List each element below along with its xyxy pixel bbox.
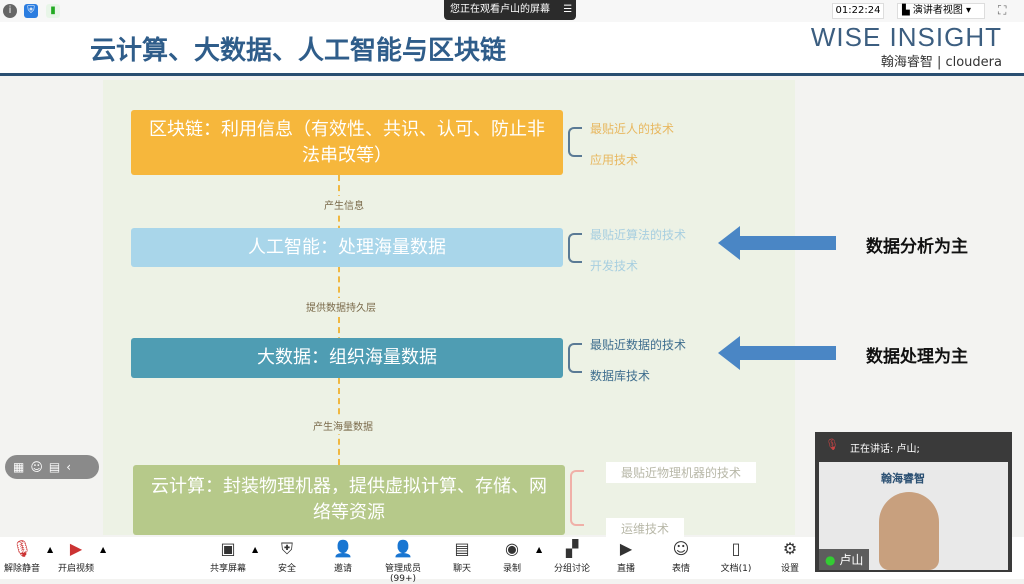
label: 设置 [780,564,799,574]
brace [570,470,584,526]
record-icon: ◉ [505,539,519,558]
shield-icon: ⛨ [280,539,293,558]
record-button[interactable]: ◉ 录制 [482,537,542,574]
speaking-indicator: 正在讲话: 卢山; [850,444,920,455]
label: 直播 [616,564,635,574]
label: 共享屏幕 [209,564,246,574]
label: 聊天 [452,564,471,574]
chevron-up-icon[interactable]: ▲ [100,545,107,554]
chat-icon: ▤ [454,539,470,558]
slide-title: 云计算、大数据、人工智能与区块链 [90,36,507,66]
shield-icon[interactable]: ⛨ [24,4,38,18]
apps-icon[interactable]: ▦ [13,460,31,474]
label: 表情 [671,564,690,574]
layer-bigdata: 大数据：组织海量数据 [131,338,563,378]
invite-button[interactable]: 👤 邀请 [313,537,373,574]
collapse-icon[interactable]: ‹ [66,460,78,474]
cam-logo: 翰海睿智 [881,472,925,485]
security-button[interactable]: ⛨ 安全 [257,537,317,574]
reactions-button[interactable]: ☺ 表情 [651,537,711,574]
label: 管理成员(99+) [384,564,421,584]
chevron-up-icon[interactable]: ▲ [252,545,259,554]
share-screen-button[interactable]: ▣ 共享屏幕 [198,537,258,574]
live-icon: ▶ [619,539,633,558]
members-icon: 👤 [393,539,413,558]
signal-icon[interactable]: ▮ [46,4,60,18]
layer-blockchain: 区块链：利用信息（有效性、共识、认可、防止非法串改等） [131,110,563,175]
emoji-icon[interactable]: ☺ [30,460,49,474]
invite-icon: 👤 [333,539,353,558]
speaker-video-panel[interactable]: 🎙 正在讲话: 卢山; 翰海睿智 ● 卢山 [815,432,1012,572]
slide-header: 云计算、大数据、人工智能与区块链 WISE INSIGHT 翰海睿智 | clo… [0,22,1024,76]
sub-label: 最贴近物理机器的技术 [606,462,757,483]
members-button[interactable]: 👤 管理成员(99+) [372,537,434,584]
connector-label: 提供数据持久层 [302,298,380,315]
brace [568,343,582,373]
brace [568,127,582,157]
documents-button[interactable]: ▯ 文档(1) [706,537,766,574]
live-button[interactable]: ▶ 直播 [596,537,656,574]
wise-insight-logo: WISE INSIGHT [810,22,1002,52]
top-bar: i ⛨ ▮ 您正在观看卢山的屏幕 ☰ 01:22:24 ▙ 演讲者视图 ▾ ⛶ [0,0,1024,22]
view-mode-dropdown[interactable]: ▙ 演讲者视图 ▾ [897,3,985,19]
emoji-icon: ☺ [672,539,690,558]
label: 安全 [277,564,296,574]
fullscreen-icon[interactable]: ⛶ [998,3,1007,17]
sharing-text: 您正在观看卢山的屏幕 [450,4,550,15]
sub-label: 最贴近人的技术 [590,122,675,136]
connector-label: 产生海量数据 [309,417,377,434]
chat-icon[interactable]: ▤ [48,460,67,474]
speaker-face [879,492,939,570]
gear-icon: ⚙ [782,539,798,558]
name-text: 卢山 [839,553,864,567]
mic-muted-icon: 🎙 [11,539,33,558]
info-icon[interactable]: i [3,4,17,18]
speaker-name: ● 卢山 [819,549,870,570]
label: 文档(1) [720,564,752,574]
meeting-timer: 01:22:24 [832,3,884,19]
sharing-banner[interactable]: 您正在观看卢山的屏幕 ☰ [444,0,576,20]
arrow-left-icon [718,336,836,370]
brace [568,233,582,263]
sub-label: 运维技术 [606,518,685,539]
video-off-icon: ▶ [69,539,83,558]
chat-button[interactable]: ▤ 聊天 [432,537,492,574]
partner-logo: 翰海睿智 | cloudera [880,55,1002,70]
start-video-button[interactable]: ▶ 开启视频 [46,537,106,574]
document-icon: ▯ [731,539,741,558]
sub-label: 数据库技术 [590,369,651,383]
sub-label: 应用技术 [590,153,639,167]
mic-muted-icon: 🎙 [825,438,839,451]
label: 开启视频 [57,564,94,574]
view-mode-label: 演讲者视图 [912,5,963,16]
chevron-up-icon[interactable]: ▲ [536,545,543,554]
breakout-icon: ▞ [565,539,579,558]
floating-toolbar[interactable]: ▦☺▤‹ [5,455,99,479]
unmute-button[interactable]: 🎙 解除静音 [0,537,52,574]
label: 解除静音 [3,564,40,574]
note-analysis: 数据分析为主 [866,237,968,257]
share-icon: ▣ [220,539,236,558]
settings-button[interactable]: ⚙ 设置 [760,537,820,574]
video-feed: 翰海睿智 ● 卢山 [819,462,1008,570]
sub-label: 最贴近算法的技术 [590,228,687,242]
arrow-left-icon [718,226,836,260]
breakout-button[interactable]: ▞ 分组讨论 [542,537,602,574]
layer-ai: 人工智能：处理海量数据 [131,228,563,267]
menu-icon[interactable]: ☰ [563,4,573,15]
connector-label: 产生信息 [320,196,368,213]
label: 录制 [502,564,521,574]
label: 邀请 [333,564,352,574]
note-processing: 数据处理为主 [866,347,968,367]
sub-label: 最贴近数据的技术 [590,338,687,352]
chevron-up-icon[interactable]: ▲ [47,545,54,554]
mic-icon: ● [825,553,836,567]
layer-cloud: 云计算：封装物理机器，提供虚拟计算、存储、网络等资源 [133,465,565,535]
connector-line [338,175,340,465]
sub-label: 开发技术 [590,259,639,273]
label: 分组讨论 [553,564,590,574]
